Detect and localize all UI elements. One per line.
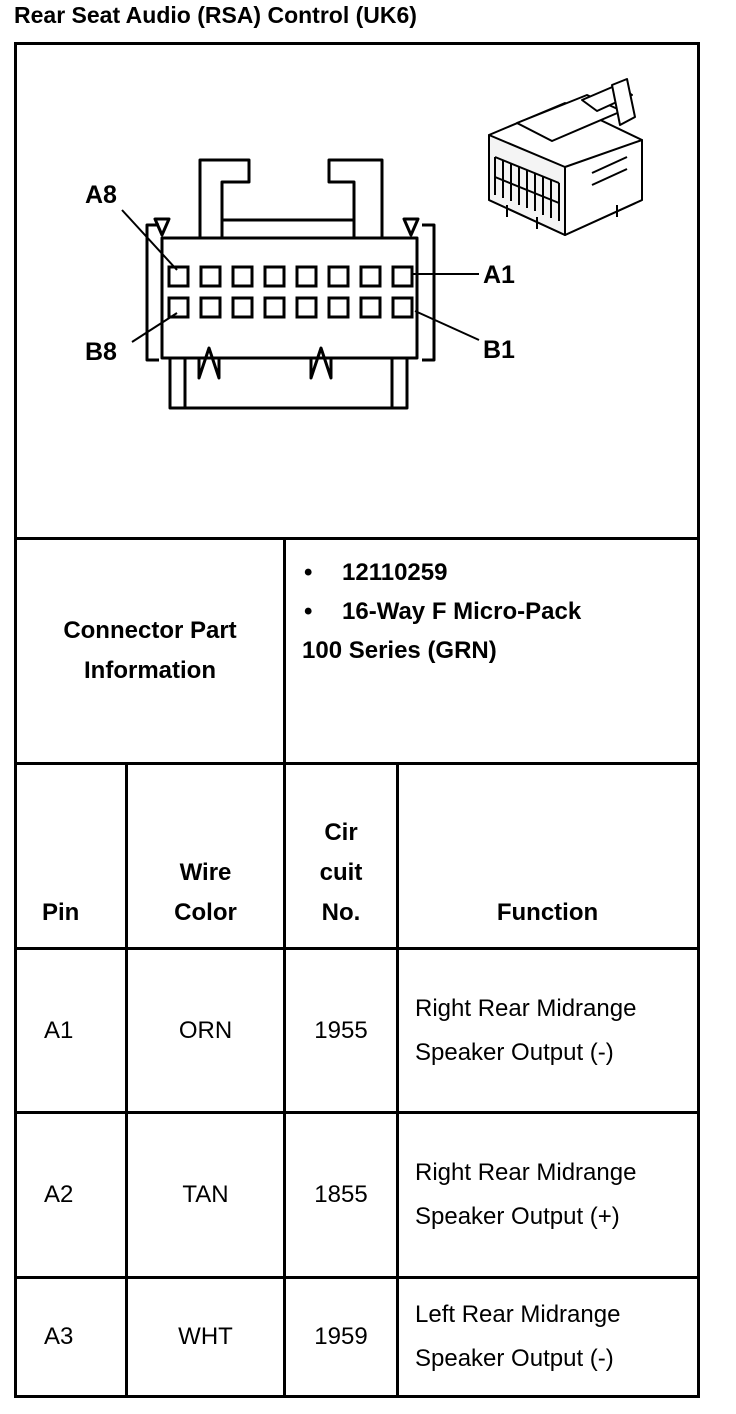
row-2-pin: A2 (44, 1181, 74, 1208)
divider-info-split (283, 537, 286, 765)
row-2-function: Right Rear Midrange Speaker Output (+) (415, 1159, 637, 1230)
header-wire-color: Wire Color (174, 859, 237, 926)
row-1-circuit: 1955 (314, 1016, 368, 1044)
row-2-circuit: 1855 (314, 1181, 368, 1208)
bullet-continuation: 100 Series (GRN) (302, 637, 497, 664)
connector-3d-icon (488, 78, 643, 236)
connector-info-bullets: •12110259 •16-Way F Micro-Pack (302, 553, 696, 631)
bullet-item: •12110259 (304, 559, 448, 586)
connector-diagram: A8 A1 B8 B1 (85, 78, 643, 410)
divider-diagram-bottom (14, 537, 700, 540)
row-1-wire-color: ORN (178, 1016, 233, 1044)
label-a1: A1 (483, 261, 515, 289)
label-b8: B8 (85, 338, 117, 366)
divider-row-1 (14, 1111, 700, 1114)
row-1-pin: A1 (44, 1016, 74, 1044)
row-3-pin: A3 (44, 1323, 74, 1350)
connector-table-frame (14, 42, 700, 1398)
divider-col-2 (283, 762, 286, 1398)
header-function: Function (496, 899, 599, 926)
header-pin: Pin (42, 899, 80, 926)
row-3-function: Left Rear Midrange Speaker Output (-) (415, 1301, 621, 1372)
connector-info-label: Connector Part Information (63, 617, 237, 684)
divider-info-bottom (14, 762, 700, 765)
row-1-function: Right Rear Midrange Speaker Output (-) (415, 994, 637, 1066)
label-a8: A8 (85, 181, 117, 209)
divider-row-2 (14, 1276, 700, 1279)
page-title: Rear Seat Audio (RSA) Control (UK6) (14, 2, 417, 28)
divider-col-3 (396, 762, 399, 1398)
divider-header-bottom (14, 947, 700, 950)
divider-col-1 (125, 762, 128, 1398)
label-b1: B1 (483, 336, 515, 364)
bullet-item: •16-Way F Micro-Pack (304, 598, 582, 625)
connector-info-details: •12110259 •16-Way F Micro-Pack 100 Serie… (286, 553, 696, 753)
row-3-circuit: 1959 (314, 1323, 368, 1350)
header-circuit-no: Cir cuit No. (319, 819, 363, 926)
row-3-wire-color: WHT (178, 1323, 233, 1350)
row-2-wire-color: TAN (182, 1181, 229, 1208)
